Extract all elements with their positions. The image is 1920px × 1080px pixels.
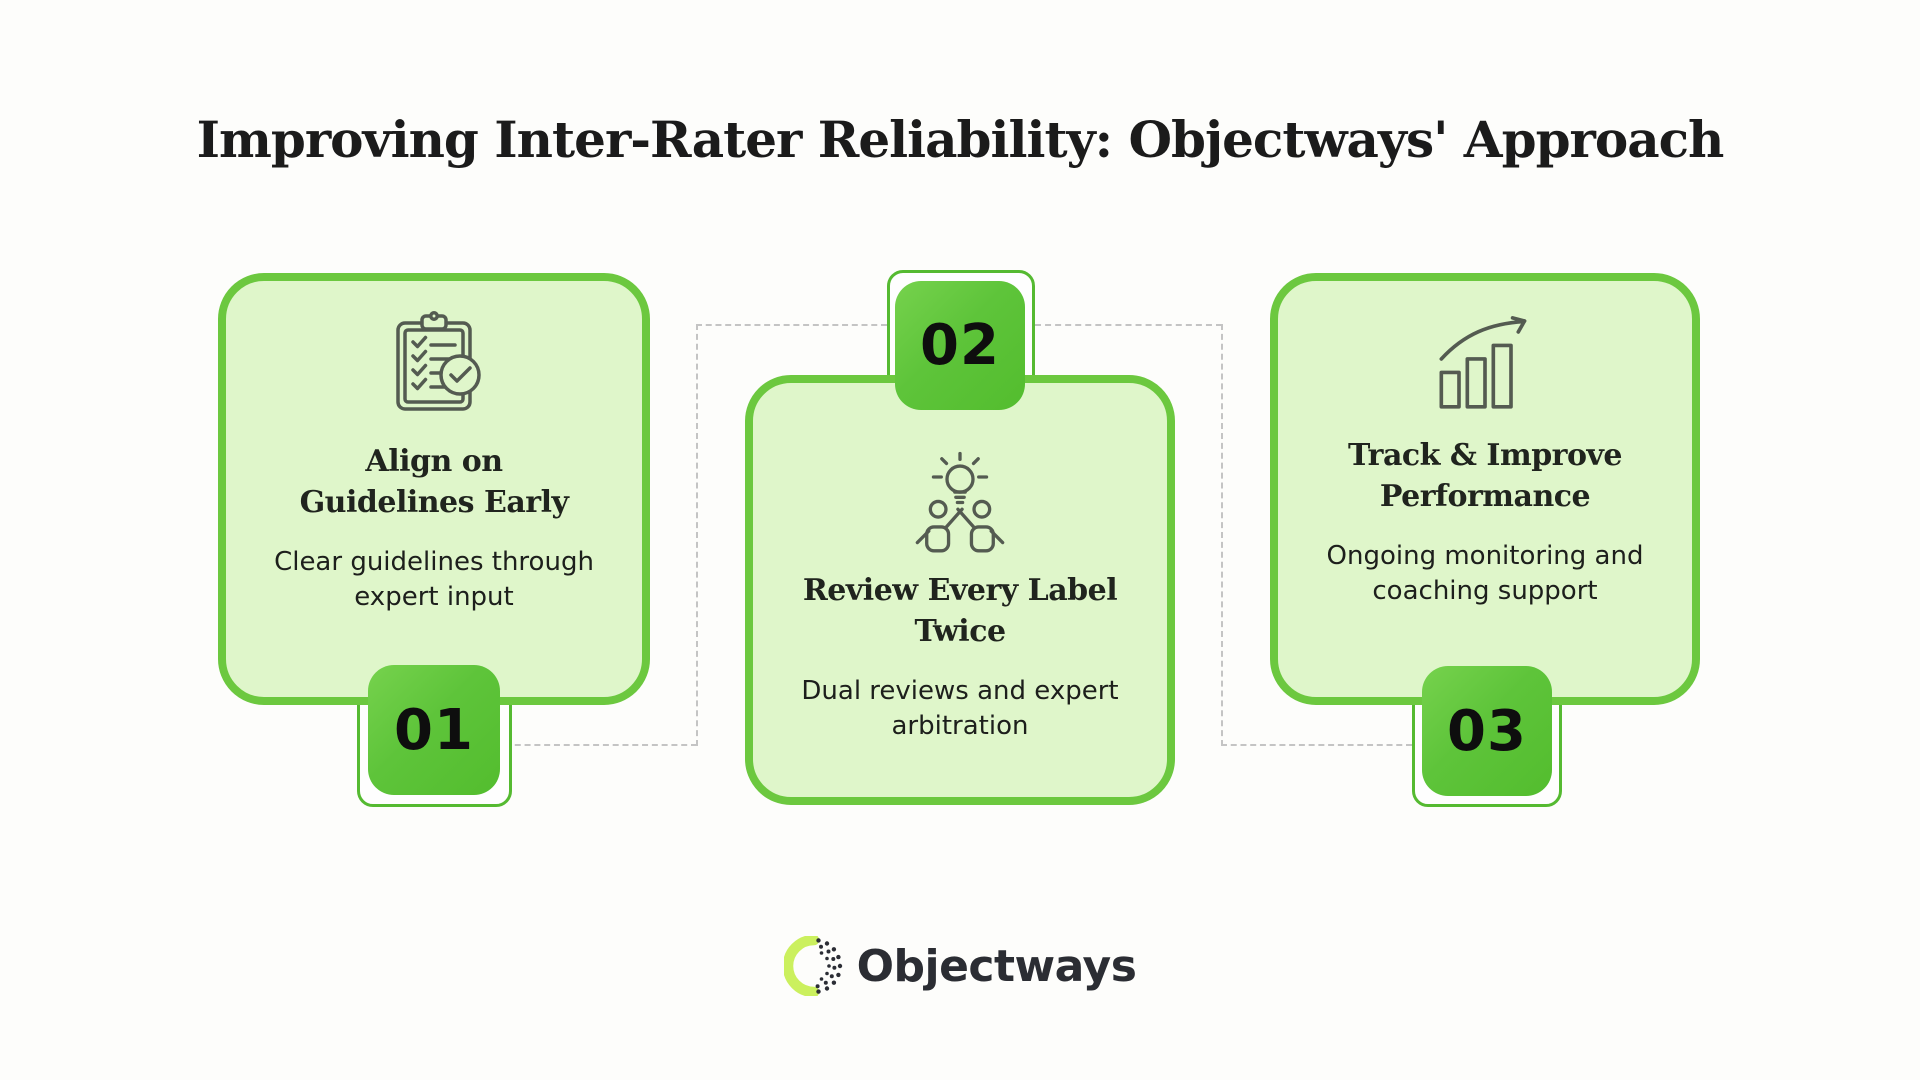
dashed-connector-left-bottom — [505, 744, 697, 746]
step-description-line: Dual reviews and expert — [801, 675, 1119, 706]
dashed-connector-left-vertical — [696, 324, 698, 746]
step-title: Review Every Label Twice — [802, 571, 1118, 653]
step-number-badge-2: 02 — [895, 281, 1025, 410]
step-title-line: Twice — [914, 613, 1006, 649]
step-description-line: Clear guidelines through — [274, 546, 594, 577]
dashed-connector-right-top — [1035, 324, 1222, 326]
dashed-connector-left-top — [696, 324, 887, 326]
step-description-line: coaching support — [1372, 575, 1598, 606]
step-card-1: Align on Guidelines Early Clear guidelin… — [218, 273, 650, 705]
clipboard-checklist-icon — [396, 311, 481, 411]
step-number-badge-3: 03 — [1422, 666, 1552, 796]
idea-collaboration-icon — [915, 451, 1005, 553]
step-description-line: Ongoing monitoring and — [1326, 540, 1644, 571]
step-description: Ongoing monitoring and coaching support — [1327, 539, 1644, 609]
step-title-line: Performance — [1379, 478, 1591, 514]
growth-chart-icon — [1439, 316, 1527, 409]
dashed-connector-right-vertical — [1221, 324, 1223, 746]
step-title-line: Review Every Label — [802, 573, 1118, 608]
step-number-badge-1: 01 — [368, 665, 500, 795]
objectways-logo: Objectways — [0, 936, 1920, 996]
step-card-3: Track & Improve Performance Ongoing moni… — [1270, 273, 1700, 705]
step-title-line: Guidelines Early — [299, 484, 569, 520]
page-title: Improving Inter-Rater Reliability: Objec… — [196, 110, 1725, 169]
step-description: Clear guidelines through expert input — [274, 545, 594, 615]
step-description: Dual reviews and expert arbitration — [801, 674, 1118, 744]
step-description-line: expert input — [354, 581, 514, 612]
step-title: Align on Guidelines Early — [300, 442, 569, 524]
logo-mark-icon — [783, 936, 842, 996]
step-title: Track & Improve Performance — [1348, 436, 1623, 518]
step-description-line: arbitration — [891, 710, 1029, 741]
dashed-connector-right-bottom — [1221, 744, 1412, 746]
step-card-2: Review Every Label Twice Dual reviews an… — [745, 375, 1175, 805]
logo-text: Objectways — [856, 940, 1137, 992]
step-title-line: Track & Improve — [1348, 438, 1623, 473]
step-title-line: Align on — [365, 444, 503, 479]
